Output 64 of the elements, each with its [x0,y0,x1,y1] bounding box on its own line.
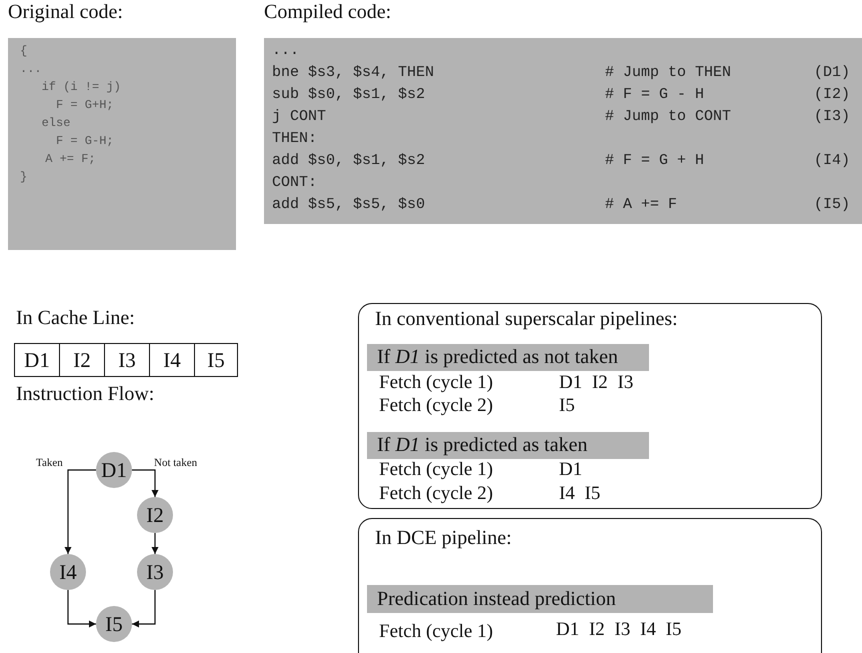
pipeline-panel [358,303,822,509]
code-line: { [20,44,28,58]
instruction-circle: D1 [96,452,132,488]
arrow [67,590,96,628]
cache-cell: I3 [104,343,150,377]
cache-cell: D1 [14,343,60,377]
cache-cell: I5 [194,343,238,377]
panel-heading: In conventional superscalar pipelines: [375,308,678,331]
code-line: sub $s0, $s1, $s2 [272,86,426,104]
instruction-circle: I4 [50,554,86,590]
edge-label: Not taken [154,457,198,469]
arrow [152,533,158,554]
pipeline-panel [358,518,822,653]
fetch-slots: D1 [559,459,582,481]
fetch-slots: D1 I2 I3 [559,372,634,394]
fetch-label: Fetch (cycle 2) [379,483,493,505]
code-line: } [20,170,28,184]
code-line: A += F; [45,152,96,166]
instruction-circle: I5 [96,606,132,642]
code-line: add $s0, $s1, $s2 [272,152,426,170]
code-comment: (I2) [814,86,850,104]
cache-cell: I4 [149,343,195,377]
section-heading: Instruction Flow: [16,383,154,406]
instruction-circle: I3 [137,554,173,590]
code-line: j CONT [272,108,326,126]
arrow [132,469,158,497]
fetch-label: Fetch (cycle 2) [379,395,493,417]
code-comment: (D1) [814,64,850,82]
code-line: else [42,116,70,130]
fetch-label: Fetch (cycle 1) [379,621,493,643]
code-comment: # Jump to CONT [605,108,732,126]
code-line: F = G-H; [56,134,114,148]
arrow [132,590,156,628]
code-line: ... [272,42,300,60]
fetch-slots: D1 I2 I3 I4 I5 [556,619,682,641]
code-comment: # F = G - H [605,86,704,104]
code-comment: (I5) [814,196,850,214]
code-line: THEN: [272,130,318,148]
arrow [64,469,96,554]
code-line: ... [20,62,42,76]
condition-band: Predication instead prediction [367,585,713,613]
cache-cell: I2 [59,343,105,377]
panel-heading: Compiled code: [264,1,392,24]
code-line: CONT: [272,174,318,192]
code-comment: # Jump to THEN [605,64,732,82]
code-comment: # F = G + H [605,152,704,170]
code-comment: # A += F [605,196,678,214]
code-line: F = G+H; [56,98,114,112]
fetch-slots: I4 I5 [559,483,600,505]
panel-heading: Original code: [8,1,123,24]
code-line: bne $s3, $s4, THEN [272,64,434,82]
edge-label: Taken [36,457,63,469]
code-comment: (I4) [814,152,850,170]
panel-heading: In DCE pipeline: [375,527,512,550]
condition-band: If D1 is predicted as taken [367,432,649,459]
code-comment: (I3) [814,108,850,126]
fetch-label: Fetch (cycle 1) [379,459,493,481]
instruction-circle: I2 [137,497,173,533]
condition-band: If D1 is predicted as not taken [367,344,649,371]
section-heading: In Cache Line: [16,307,135,330]
fetch-label: Fetch (cycle 1) [379,372,493,394]
code-line: add $s5, $s5, $s0 [272,196,426,214]
code-line: if (i != j) [42,80,121,94]
fetch-slots: I5 [559,395,575,417]
